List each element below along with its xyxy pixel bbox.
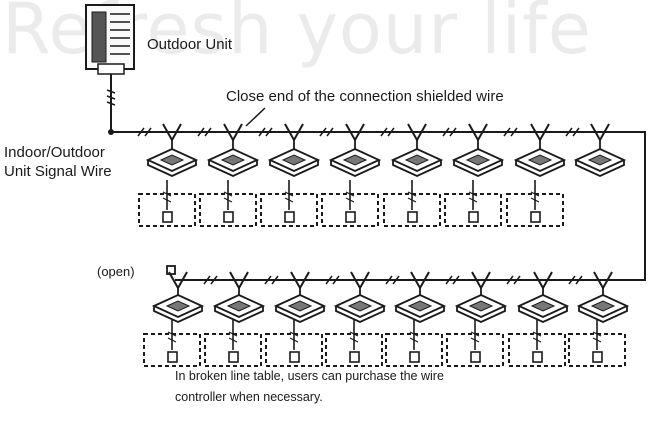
indoor-unit-icon xyxy=(454,271,508,323)
wire-controller-icon xyxy=(143,320,201,367)
indoor-unit-icon xyxy=(206,123,260,177)
wire-controller-icon xyxy=(446,320,504,367)
wire-controller-icon xyxy=(138,180,196,227)
wire-controller-icon xyxy=(568,320,626,367)
bottom-row-controllers xyxy=(143,320,626,367)
wire-controller-icon xyxy=(508,320,566,367)
open-end-label: (open) xyxy=(97,264,135,279)
outdoor-unit-icon xyxy=(85,4,135,75)
open-end-marker xyxy=(166,265,176,275)
outdoor-unit-label: Outdoor Unit xyxy=(147,36,233,53)
wire-controller-icon xyxy=(506,180,564,227)
indoor-unit-icon xyxy=(451,123,505,177)
wire-controller-icon xyxy=(265,320,323,367)
indoor-unit-icon xyxy=(393,271,447,323)
wire-controller-icon xyxy=(383,180,441,227)
bottom-row-indoor-units xyxy=(151,271,630,323)
signal-wire xyxy=(106,74,150,135)
indoor-unit-icon xyxy=(212,271,266,323)
indoor-unit-icon xyxy=(390,123,444,177)
indoor-unit-icon xyxy=(333,271,387,323)
wire-controller-icon xyxy=(199,180,257,227)
indoor-unit-icon xyxy=(267,123,321,177)
top-row-controllers xyxy=(138,180,564,227)
indoor-unit-icon xyxy=(513,123,567,177)
close-end-label: Close end of the connection shielded wir… xyxy=(226,88,504,105)
wire-controller-icon xyxy=(325,320,383,367)
indoor-unit-icon xyxy=(573,123,627,177)
wire-controller-icon xyxy=(204,320,262,367)
indoor-unit-icon xyxy=(516,271,570,323)
top-row-indoor-units xyxy=(137,123,627,177)
wire-controller-icon xyxy=(321,180,379,227)
close-end-pointer xyxy=(245,107,266,127)
indoor-unit-icon xyxy=(576,271,630,323)
footnote: In broken line table, users can purchase… xyxy=(175,369,444,404)
indoor-unit-icon xyxy=(273,271,327,323)
indoor-unit-icon xyxy=(151,271,205,323)
signal-wire-label: Indoor/Outdoor Unit Signal Wire xyxy=(4,144,112,180)
wire-controller-icon xyxy=(385,320,443,367)
wire-controller-icon xyxy=(444,180,502,227)
indoor-unit-icon xyxy=(328,123,382,177)
row-connector-wire xyxy=(175,131,646,281)
wire-controller-icon xyxy=(260,180,318,227)
indoor-unit-icon xyxy=(145,123,199,177)
